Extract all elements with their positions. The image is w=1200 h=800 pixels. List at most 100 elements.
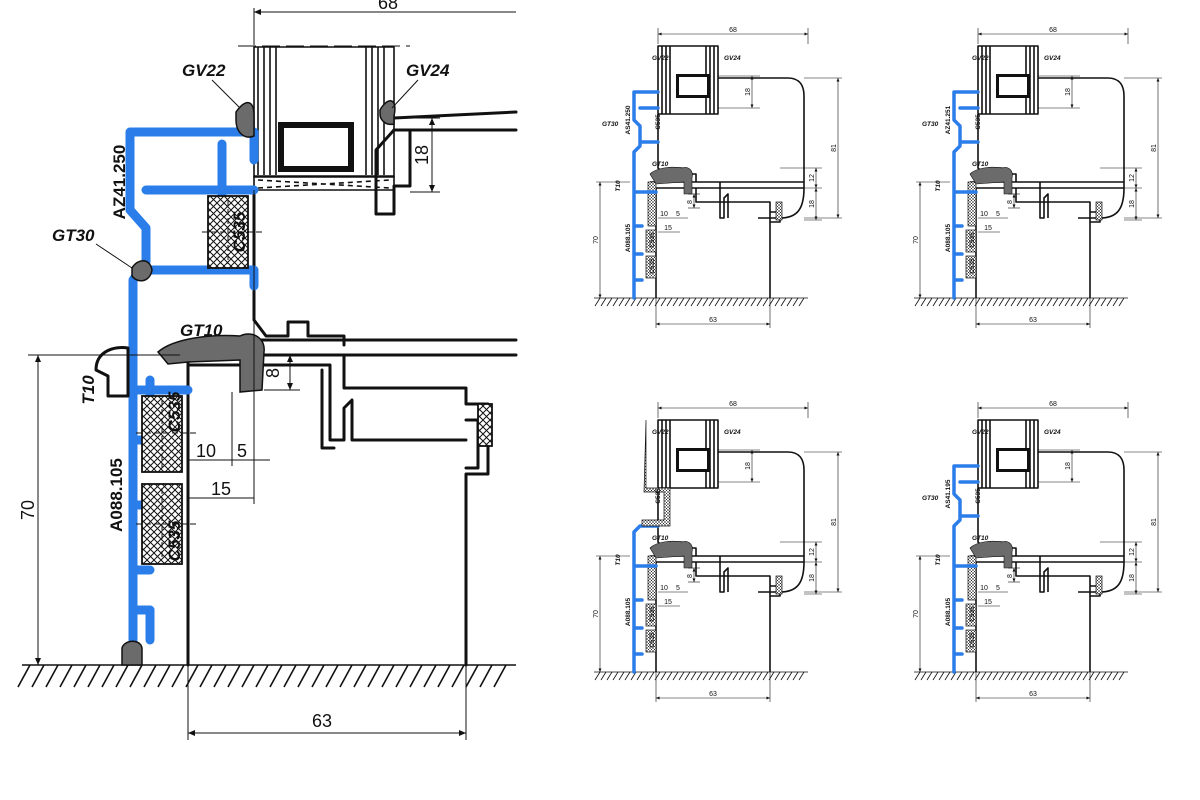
label-gv24: GV24 [1044, 429, 1061, 436]
label-gt10: GT10 [652, 161, 669, 168]
dim-8-label: 8 [687, 200, 694, 204]
dim-top-label: 68 [1049, 27, 1057, 34]
gasket-gt10 [156, 333, 265, 393]
label-c535b: C535 [649, 606, 656, 622]
dim-5-label: 5 [996, 585, 1000, 592]
dim-8-label: 8 [1007, 574, 1014, 578]
label-a088: A088.105 [945, 224, 952, 253]
dim-18b-label: 18 [809, 574, 816, 582]
label-gv24: GV24 [724, 55, 741, 62]
dim-right-label: 81 [1151, 144, 1158, 152]
dim-8: 8 [263, 354, 300, 391]
dim-18b-label: 18 [809, 200, 816, 208]
label-c535b: C535 [969, 606, 976, 622]
gasket-gv24 [379, 100, 396, 126]
dim-70-label: 70 [18, 500, 38, 520]
dim-left-label: 70 [913, 236, 920, 244]
label-t10: T10 [935, 180, 942, 192]
dim-18b-label: 18 [1129, 200, 1136, 208]
dim-18a-label: 18 [1065, 462, 1072, 470]
dim-18-label: 18 [412, 145, 432, 165]
dim-15-label: 15 [664, 225, 672, 232]
dim-5-label: 5 [237, 441, 247, 461]
dim-12-label: 12 [809, 174, 816, 182]
dim-8-label: 8 [263, 368, 283, 378]
dim-right-label: 81 [831, 144, 838, 152]
dim-63: 63 [187, 665, 467, 740]
label-c535c: C535 [969, 632, 976, 648]
dim-10-label: 10 [660, 585, 668, 592]
label-gt30: GT30 [602, 121, 619, 128]
gasket-bottom [121, 640, 143, 666]
label-gv22: GV22 [652, 55, 669, 62]
sash-outline [186, 110, 518, 667]
dim-left-label: 70 [593, 236, 600, 244]
dim-8-label: 8 [1007, 200, 1014, 204]
connectors-c535 [136, 195, 262, 565]
dim-right-label: 81 [1151, 518, 1158, 526]
dim-bottom-label: 63 [709, 691, 717, 698]
label-c535b: C535 [649, 232, 656, 248]
dim-18a-label: 18 [1065, 88, 1072, 96]
label-profile: AS41.250 [625, 105, 632, 134]
label-t10: T10 [79, 375, 98, 405]
dim-left-label: 70 [913, 610, 920, 618]
dim-70: 70 [18, 354, 180, 665]
gasket-gv22 [235, 102, 255, 138]
dim-12-label: 12 [1129, 548, 1136, 556]
dim-5-label: 5 [996, 211, 1000, 218]
gaskets [121, 100, 396, 666]
dim-15-label: 15 [211, 479, 231, 499]
label-gv22: GV22 [182, 61, 226, 80]
dim-bottom-label: 63 [1029, 317, 1037, 324]
ground-line [17, 664, 516, 688]
label-az41: AZ41.250 [110, 145, 129, 220]
label-gv24: GV24 [1044, 55, 1061, 62]
glass-pane [238, 45, 410, 191]
label-gt10: GT10 [180, 321, 223, 340]
dim-top-label: 68 [1049, 401, 1057, 408]
label-t10: T10 [935, 554, 942, 566]
main-detail: 68 [17, 0, 518, 740]
label-a088: A088.105 [625, 598, 632, 627]
dim-10-label: 10 [980, 211, 988, 218]
dim-10-label: 10 [196, 441, 216, 461]
dim-18a-label: 18 [745, 462, 752, 470]
label-profile: AS41.195 [945, 479, 952, 508]
label-c535-lower: C535 [165, 520, 184, 561]
label-gt10: GT10 [972, 535, 989, 542]
dim-right-label: 81 [831, 518, 838, 526]
dim-18a-label: 18 [745, 88, 752, 96]
dim-5-label: 5 [676, 211, 680, 218]
label-gt30: GT30 [922, 495, 939, 502]
label-t10: T10 [615, 180, 622, 192]
dim-10-5-15: 10 5 15 [188, 190, 270, 504]
dim-18: 18 [410, 117, 440, 193]
dim-left-label: 70 [593, 610, 600, 618]
label-a088: A088.105 [945, 598, 952, 627]
label-gv22: GV22 [652, 429, 669, 436]
dim-15-label: 15 [984, 225, 992, 232]
dim-top-68: 68 [253, 0, 516, 45]
label-c535b: C535 [969, 232, 976, 248]
label-c535c: C535 [969, 258, 976, 274]
label-gv24: GV24 [406, 61, 450, 80]
dim-10-label: 10 [660, 211, 668, 218]
dim-68-label: 68 [378, 0, 398, 13]
label-c535-upper: C535 [230, 211, 249, 252]
label-gv22: GV22 [972, 429, 989, 436]
dim-5-label: 5 [676, 585, 680, 592]
label-gv22: GV22 [972, 55, 989, 62]
label-gt10: GT10 [972, 161, 989, 168]
label-c535a: C535 [655, 488, 662, 504]
label-gt10: GT10 [652, 535, 669, 542]
dim-18b-label: 18 [1129, 574, 1136, 582]
label-c535-mid: C535 [165, 391, 184, 432]
dim-bottom-label: 63 [1029, 691, 1037, 698]
dim-bottom-label: 63 [709, 317, 717, 324]
